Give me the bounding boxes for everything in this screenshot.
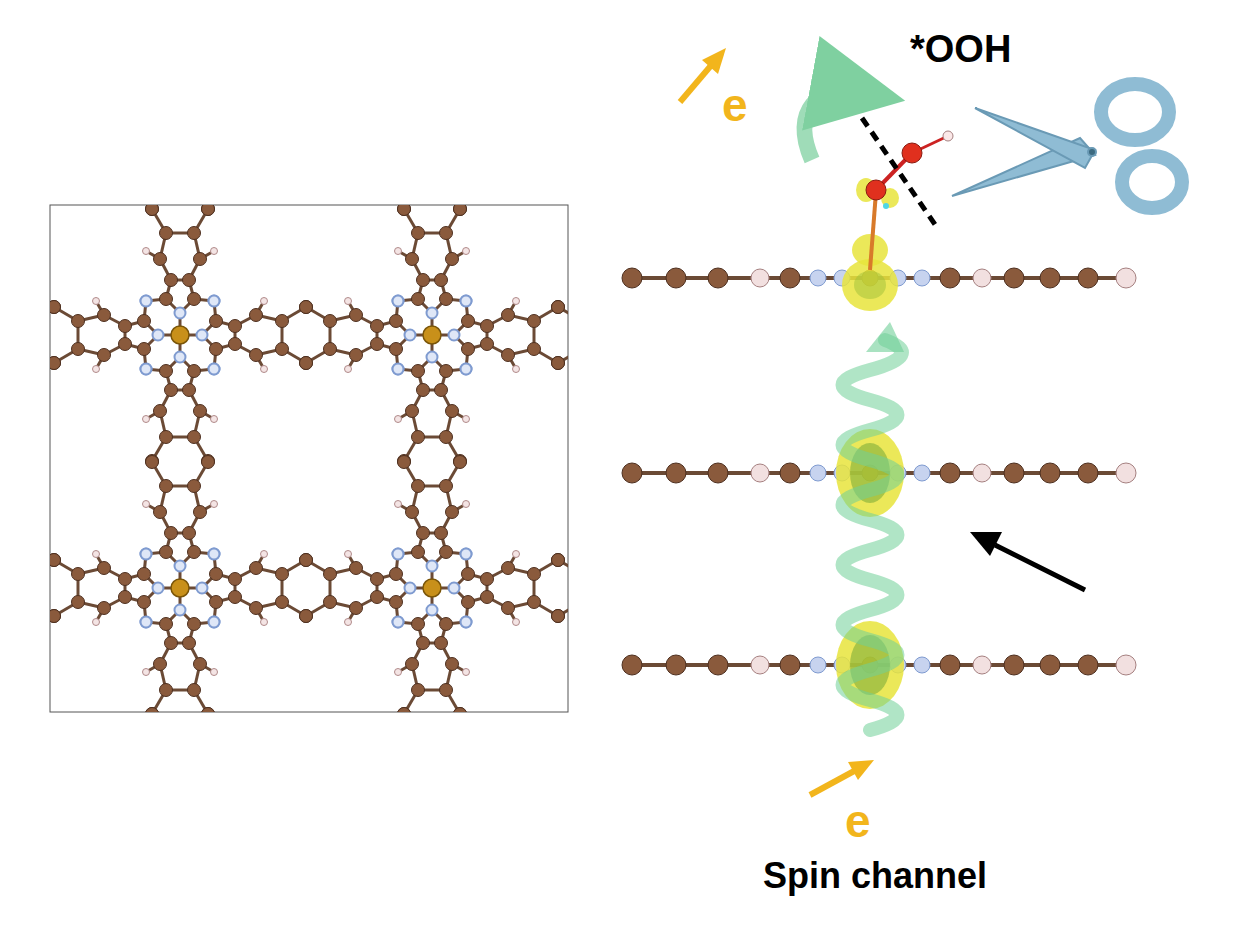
pointer-arrow	[970, 532, 1085, 590]
electron-arrow	[680, 48, 874, 795]
spin-helix	[843, 340, 902, 730]
ooh-adsorbate	[856, 131, 953, 270]
helix-head	[866, 322, 904, 352]
framework-top-view	[50, 205, 568, 712]
cleavage-line	[862, 118, 936, 226]
scissors	[952, 84, 1182, 208]
caption-label: Spin channel	[763, 858, 987, 894]
unit-cell	[50, 205, 568, 712]
electron-label: e	[845, 798, 871, 844]
electron-label: e	[722, 82, 748, 128]
adsorbate-label: *OOH	[910, 30, 1011, 68]
transfer-arrow	[805, 91, 858, 160]
